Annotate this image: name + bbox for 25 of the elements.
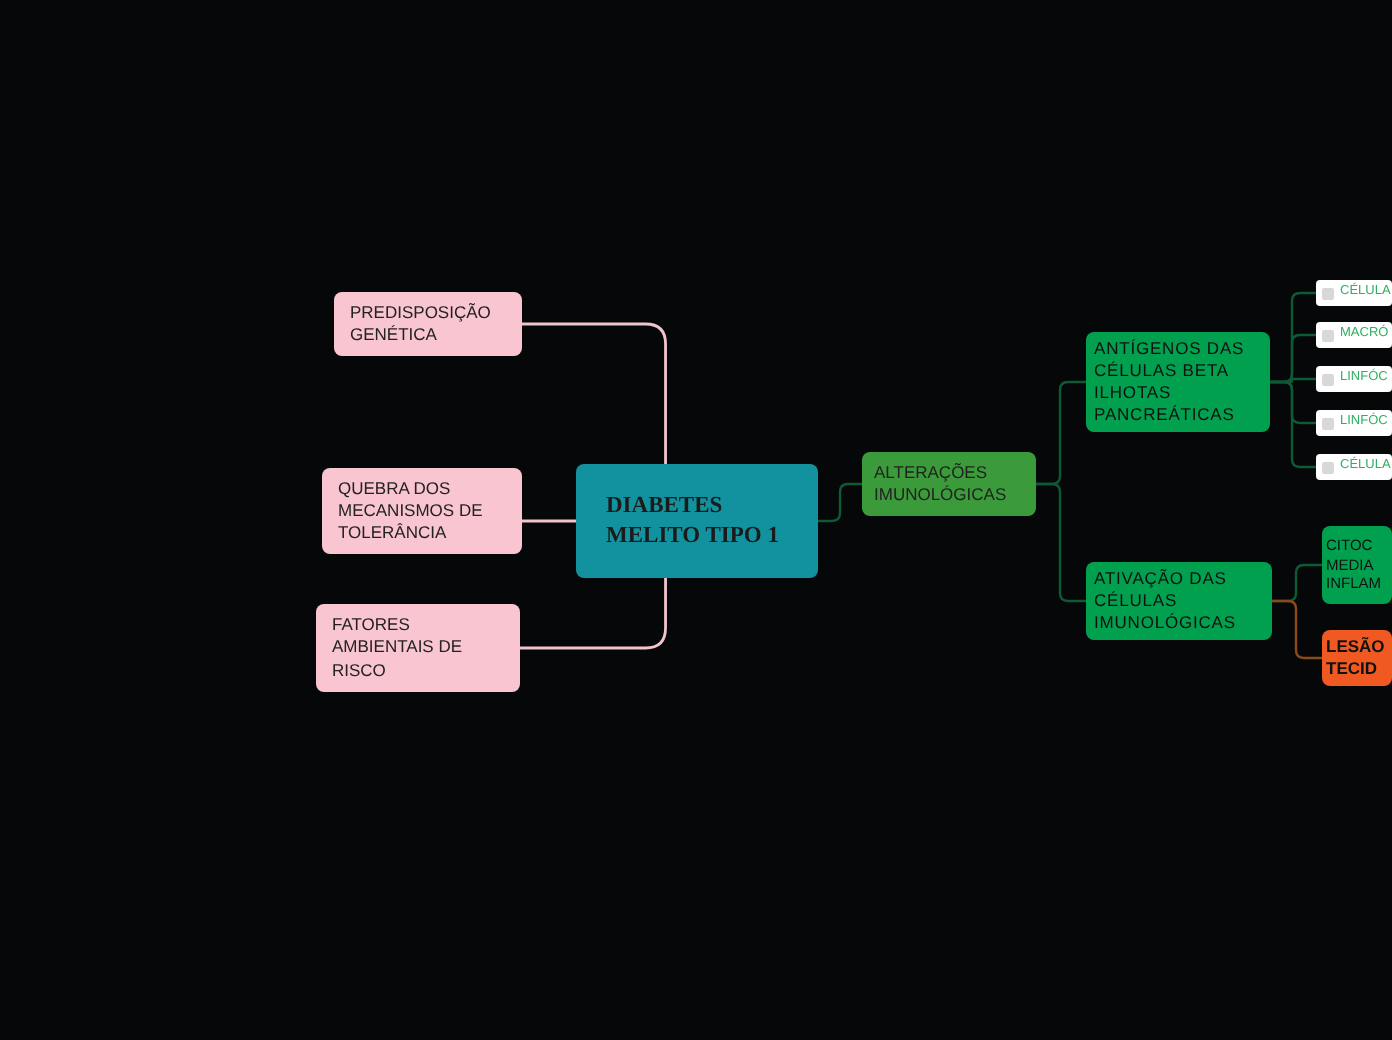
connector-line	[818, 482, 862, 523]
topic-box	[1086, 562, 1272, 640]
topic-box	[322, 468, 522, 554]
topic-text: PREDISPOSIÇÃO GENÉTICA	[350, 301, 493, 347]
topic-text: FATORES AMBIENTAIS DE RISCO	[332, 614, 465, 682]
topic-box	[862, 452, 1036, 516]
topic-box	[1086, 332, 1270, 432]
topic-text: LESÃO TECID	[1326, 635, 1387, 681]
topic-text: ALTERAÇÕES IMUNOLÓGICAS	[874, 461, 1009, 507]
topic-box	[316, 604, 520, 692]
checklist-item	[1316, 280, 1392, 306]
connector-line	[1270, 380, 1316, 469]
checklist-item	[1316, 366, 1392, 392]
topic-text: QUEBRA DOS MECANISMOS DE TOLERÂNCIA	[338, 477, 485, 545]
topic-text: DIABETES MELITO TIPO 1	[606, 491, 781, 551]
topic-text: ATIVAÇÃO DAS CÉLULAS IMUNOLÓGICAS	[1094, 567, 1238, 635]
connector-line	[522, 519, 576, 523]
checklist-item	[1316, 410, 1392, 436]
connector-line	[520, 578, 667, 650]
checklist-item	[1316, 454, 1392, 480]
central-topic	[576, 464, 818, 578]
checklist-item	[1316, 322, 1392, 348]
connector-line	[522, 322, 667, 464]
topic-text: ANTÍGENOS DAS CÉLULAS BETA ILHOTAS PANCREÁTICAS	[1094, 337, 1247, 427]
topic-box	[334, 292, 522, 356]
